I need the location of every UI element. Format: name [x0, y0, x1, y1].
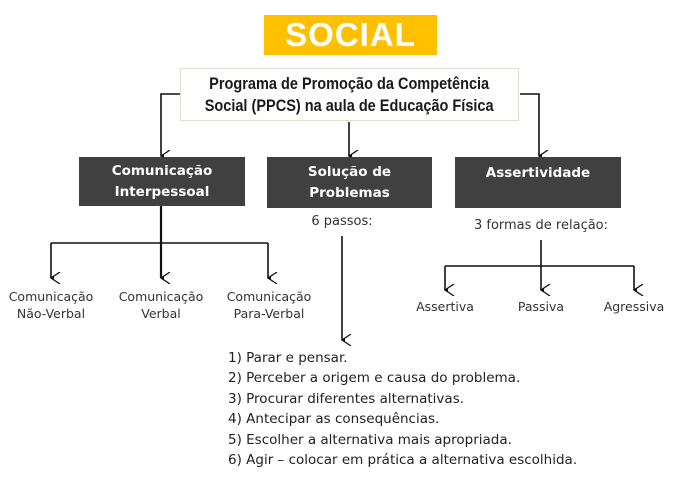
branch-label: Comunicação Interpessoal: [111, 162, 213, 200]
program-text: Programa de Promoção da Competência Soci…: [205, 74, 494, 115]
connector-program-to-comunicacao: [161, 93, 180, 156]
step-item: 6) Agir – colocar em prática a alternati…: [228, 452, 578, 469]
leaf-comunicacao-verbal: Comunicação Verbal: [118, 289, 204, 321]
caption-6-passos: 6 passos:: [311, 214, 373, 229]
leaf-agressiva: Agressiva: [603, 299, 665, 314]
branch-solucao-de-problemas: Solução de Problemas: [267, 157, 432, 208]
title-banner: SOCIAL: [264, 15, 437, 55]
leaf-assertiva: Assertiva: [416, 299, 474, 314]
branch-label: Assertividade: [485, 165, 591, 181]
branch-label: Solução de Problemas: [307, 163, 392, 201]
leaf-comunicacao-para-verbal: Comunicação Para-Verbal: [226, 289, 312, 321]
branch-assertividade: Assertividade: [455, 157, 621, 208]
step-item: 5) Escolher a alternativa mais apropriad…: [228, 431, 512, 448]
leaf-passiva: Passiva: [517, 299, 565, 314]
steps-list: 1) Parar e pensar. 2) Perceber a origem …: [228, 348, 577, 470]
step-item: 2) Perceber a origem e causa do problema…: [228, 370, 521, 387]
step-item: 4) Antecipar as consequências.: [228, 411, 440, 428]
leaf-comunicacao-nao-verbal: Comunicação Não-Verbal: [8, 289, 94, 321]
branch-comunicacao-interpessoal: Comunicação Interpessoal: [79, 157, 245, 206]
program-box: Programa de Promoção da Competência Soci…: [180, 68, 519, 121]
connector-program-to-assertividade: [520, 93, 539, 156]
step-item: 1) Parar e pensar.: [228, 350, 348, 366]
caption-3-formas: 3 formas de relação:: [473, 218, 609, 233]
title-text: SOCIAL: [285, 16, 416, 53]
step-item: 3) Procurar diferentes alternativas.: [228, 390, 465, 407]
